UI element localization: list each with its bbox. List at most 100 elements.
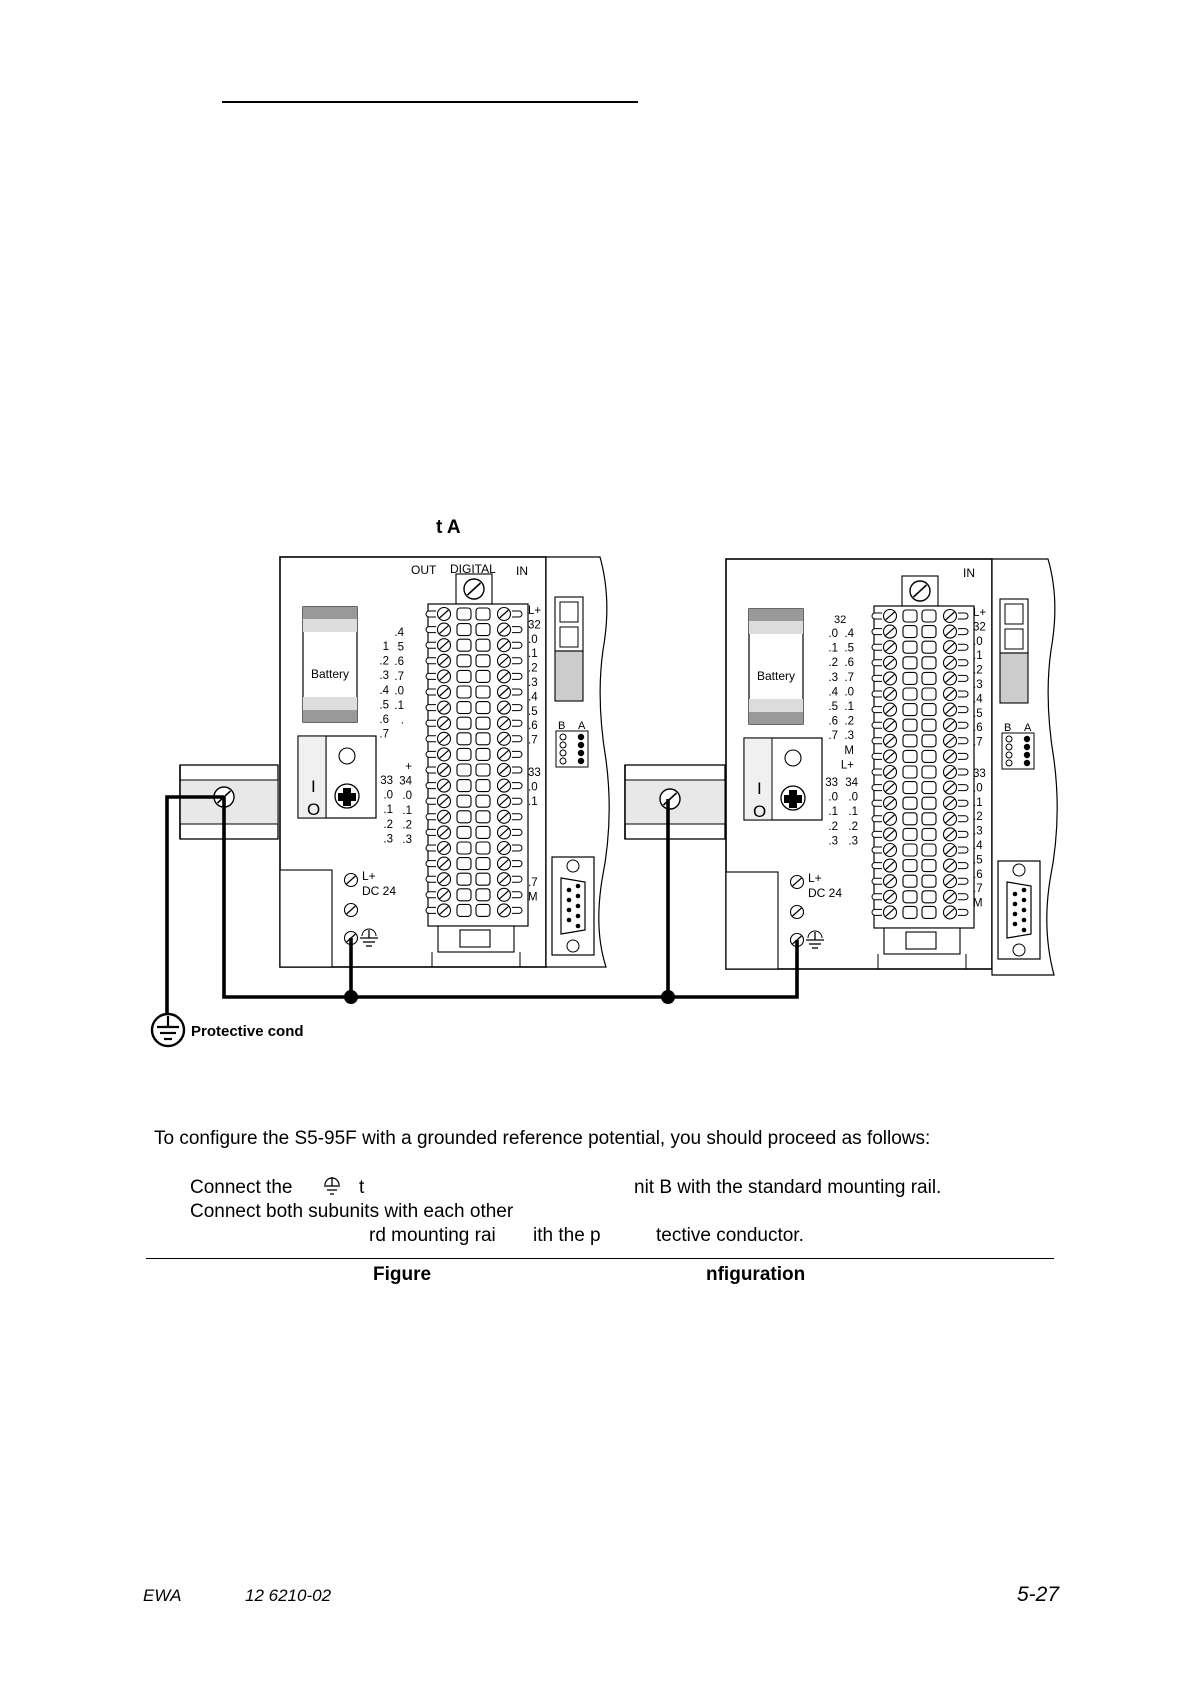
address-label-a-right-lower: .0 — [528, 781, 538, 793]
step3-part-b: ith the p — [533, 1225, 601, 1246]
footer-doc-number: 12 6210-02 — [245, 1586, 332, 1605]
switch-off-b: O — [753, 802, 766, 821]
address-label-a-right: 32 — [528, 619, 541, 631]
address-label-a-lower2: + — [405, 761, 412, 773]
address-label-a-right: .4 — [528, 691, 538, 703]
address-label-a-lower1: .0 — [383, 790, 393, 802]
supply-lplus-b: L+ — [808, 871, 822, 885]
address-label-b-right-lower: .1 — [973, 797, 983, 809]
switch-on-b: I — [757, 779, 762, 798]
address-label-b-right: .2 — [973, 665, 983, 677]
address-label-a-col2: .6 — [394, 656, 404, 668]
header-rule — [222, 101, 638, 103]
footer-doc-prefix: EWA — [143, 1586, 182, 1605]
address-label-b-col2: .1 — [844, 701, 854, 713]
step3-part-c: tective conductor. — [656, 1225, 804, 1246]
label-in-b: IN — [963, 566, 975, 580]
address-label-b-lower2: .2 — [848, 821, 858, 833]
address-label-a-col2: .7 — [394, 671, 404, 683]
address-label-b-col2: M — [844, 745, 854, 757]
mounting-rail-b — [624, 764, 726, 840]
address-label-a-right: .7 — [528, 735, 538, 747]
address-label-b-right-lower: .4 — [973, 840, 983, 852]
address-label-a-col2: .4 — [394, 627, 404, 639]
page-number: 5-27 — [1017, 1583, 1060, 1606]
junction-dot-a — [344, 990, 358, 1004]
address-label-b-col1: .2 — [828, 657, 838, 669]
address-label-b-col2: .4 — [844, 628, 854, 640]
address-label-b-col1: .3 — [828, 672, 838, 684]
address-label-b-col1: .4 — [828, 686, 838, 698]
address-label-a-right-bottom: .7 — [528, 877, 538, 889]
address-label-b-col1: .5 — [828, 701, 838, 713]
address-label-b-lower2: .0 — [848, 792, 858, 804]
address-label-b-col2: L+ — [841, 759, 854, 771]
label-b-a: B — [558, 720, 565, 732]
address-label-a-lower2: .3 — [402, 834, 412, 846]
address-label-a-right: L+ — [528, 605, 541, 617]
switch-on-a: I — [311, 777, 316, 796]
address-label-b-col2: .5 — [844, 643, 854, 655]
address-label-b-lower1: .2 — [828, 821, 838, 833]
address-label-b-lower2: .3 — [848, 835, 858, 847]
address-label-b-col1: .1 — [828, 643, 838, 655]
mounting-rail-a — [179, 764, 279, 840]
step1-part-a: Connect the — [190, 1177, 293, 1198]
label-32-b: 32 — [834, 614, 846, 626]
address-label-b-lower2: .1 — [848, 806, 858, 818]
figure-caption-b: nfiguration — [706, 1264, 806, 1285]
supply-lplus-a: L+ — [362, 869, 376, 883]
address-label-a-lower2: .2 — [402, 819, 412, 831]
switch-off-a: O — [307, 800, 320, 819]
label-out: OUT — [411, 563, 437, 577]
address-label-b-col1: .0 — [828, 628, 838, 640]
address-label-a-lower2: .1 — [402, 805, 412, 817]
step2: Connect both subunits with each other — [190, 1201, 514, 1222]
address-label-a-col1: .7 — [379, 729, 389, 741]
address-label-b-lower1: .3 — [828, 835, 838, 847]
address-label-a-right: .6 — [528, 720, 538, 732]
address-label-b-right: .7 — [973, 737, 983, 749]
address-label-a-right-lower: 33 — [528, 767, 541, 779]
supply-dc24-b: DC 24 — [808, 886, 842, 900]
address-label-b-right: .0 — [973, 636, 983, 648]
label-a-b: A — [1024, 722, 1032, 734]
address-label-b-right-lower: 33 — [973, 768, 986, 780]
address-label-a-right-lower: .1 — [528, 796, 538, 808]
intro-paragraph: To configure the S5-95F with a grounded … — [154, 1128, 931, 1149]
address-label-b-right: .1 — [973, 650, 983, 662]
label-battery-b: Battery — [757, 669, 795, 683]
address-label-a-right-bottom: M — [528, 891, 538, 903]
address-label-b-col1: .6 — [828, 716, 838, 728]
address-label-b-right: 32 — [973, 621, 986, 633]
address-label-b-right: .3 — [973, 679, 983, 691]
address-label-b-col1: .7 — [828, 730, 838, 742]
wiring-figure: t A OUT DIGITAL IN Battery I O L+ DC 24 … — [150, 517, 1058, 1048]
address-label-b-col2: .0 — [844, 686, 854, 698]
protective-conductor-label: Protective cond — [191, 1023, 304, 1040]
address-label-b-lower1: .1 — [828, 806, 838, 818]
address-label-a-col2: 5 — [398, 642, 404, 654]
address-label-b-right: .4 — [973, 693, 983, 705]
junction-dot-b — [661, 990, 675, 1004]
address-label-a-lower1: .3 — [383, 833, 393, 845]
address-label-b-col2: .6 — [844, 657, 854, 669]
address-label-b-right: .6 — [973, 722, 983, 734]
address-label-b-right-lower: .6 — [973, 869, 983, 881]
rail-screw-b — [659, 788, 681, 810]
address-label-a-lower1: 33 — [380, 775, 393, 787]
address-label-b-lower2: 34 — [845, 777, 858, 789]
address-label-a-right: .3 — [528, 677, 538, 689]
protective-earth-icon — [150, 1012, 186, 1048]
caption-rule — [146, 1258, 1054, 1259]
address-label-a-col1: .4 — [379, 685, 389, 697]
address-label-b-right-lower: .2 — [973, 811, 983, 823]
address-label-a-lower2: 34 — [399, 776, 412, 788]
label-in-a: IN — [516, 564, 528, 578]
address-label-b-right-lower: .0 — [973, 782, 983, 794]
address-label-b-col2: .2 — [844, 716, 854, 728]
address-label-a-col1: .3 — [379, 670, 389, 682]
address-label-a-lower1: .2 — [383, 819, 393, 831]
label-digital: DIGITAL — [450, 562, 496, 576]
address-label-b-right: .5 — [973, 708, 983, 720]
